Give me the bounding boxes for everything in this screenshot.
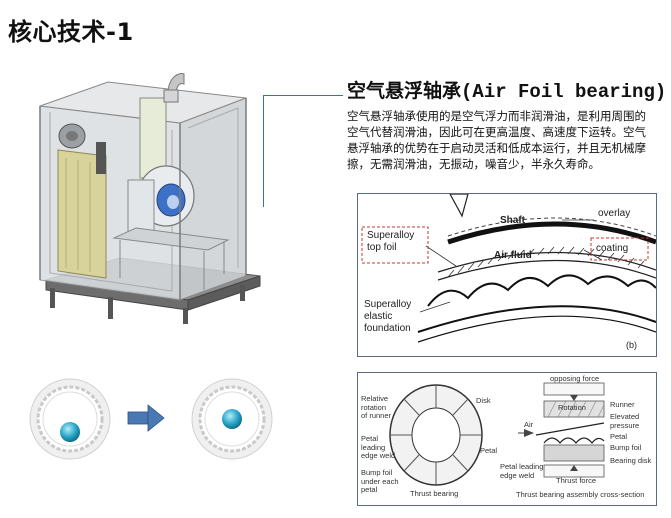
label-petal-leading-right: Petal leading edge weld (500, 462, 544, 480)
description-line: 空气代替润滑油，因此可在更高温度、高速度下运转。空气 (347, 125, 646, 139)
label-opposing-force: opposing force (550, 374, 600, 383)
foil-bearing-cross-section: Shaft overlay Superalloy top foil Air fl… (357, 193, 657, 357)
description-line: 空气悬浮轴承使用的是空气浮力而非润滑油，是利用周围的 (347, 109, 646, 123)
description-line: 擦，无需润滑油，无振动，噪音少，半永久寿命。 (347, 157, 600, 171)
label-air-fluid: Air fluid (494, 250, 532, 261)
transition-arrow-icon (127, 404, 165, 432)
thrust-bearing-diagram: Relative rotation of runner Disk Petal l… (357, 372, 657, 506)
label-shaft: Shaft (500, 215, 525, 226)
label-assembly: Thrust bearing assembly cross-section (516, 490, 645, 499)
section-title-en: (Air Foil bearing) (461, 81, 667, 103)
page-title: 核心技术-1 (8, 18, 134, 46)
label-air: Air (524, 420, 534, 429)
label-relative-rotation: Relative rotation of runner (361, 394, 392, 420)
label-elastic-foundation: Superalloy elastic foundation (364, 299, 412, 334)
cross-section-drawing (361, 193, 657, 343)
label-thrust-bearing: Thrust bearing (410, 489, 459, 498)
label-thrust-force: Thrust force (556, 476, 597, 485)
description: 空气悬浮轴承使用的是空气浮力而非润滑油，是利用周围的 空气代替润滑油，因此可在更… (347, 108, 659, 172)
thrust-bearing-drawing (389, 382, 605, 486)
label-rotation: Rotation (558, 403, 586, 412)
label-petal: Petal (480, 446, 498, 455)
label-top-foil: Superalloy top foil (367, 230, 415, 253)
label-petal-right: Petal (610, 432, 628, 441)
label-overlay: overlay (598, 208, 631, 219)
bearing-transition-illustration (29, 378, 273, 460)
label-petal-leading: Petal leading edge weld (361, 434, 396, 460)
callout-line-vertical (263, 95, 264, 207)
description-line: 悬浮轴承的优势在于启动灵活和低成本运行，并且无机械摩 (347, 141, 646, 155)
label-elevated-pressure: Elevated pressure (610, 412, 640, 430)
bearing-floating-icon (191, 378, 273, 460)
section-title: 空气悬浮轴承(Air Foil bearing) (347, 76, 666, 103)
callout-line-horizontal (263, 95, 343, 96)
label-panel-id: (b) (626, 340, 637, 350)
label-bump-foil: Bump foil (610, 443, 642, 452)
coating-highlight (590, 237, 649, 261)
compressor-machine-illustration (39, 73, 261, 324)
label-runner: Runner (610, 400, 635, 409)
label-bearing-disk: Bearing disk (610, 456, 652, 465)
section-title-cn: 空气悬浮轴承 (347, 80, 462, 102)
bearing-static-icon (29, 378, 111, 460)
top-foil-highlight (361, 226, 429, 264)
label-disk: Disk (476, 396, 491, 405)
label-bump-foil-under: Bump foil under each petal (361, 468, 399, 494)
label-coating: coating (596, 243, 629, 254)
